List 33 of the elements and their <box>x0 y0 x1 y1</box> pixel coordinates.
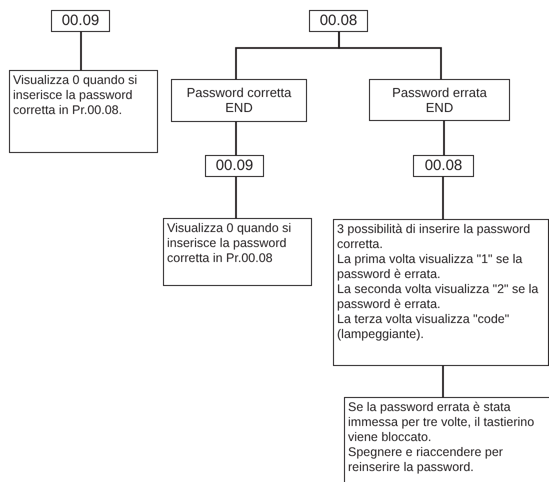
result-text: END <box>224 100 254 115</box>
note-text: Se la password errata è stata immessa per tre volte, il tastierino viene bloccato. <box>348 400 536 445</box>
parameter-code-box <box>309 10 368 32</box>
note-text: La seconda volta visualizza "2" se la password è errata. <box>337 282 540 312</box>
note-text: 3 possibilità di inserire la password corretta. <box>337 222 532 252</box>
parameter-code-box <box>51 10 110 32</box>
parameter-code: 00.08 <box>424 156 464 175</box>
parameter-code: 00.08 <box>318 11 358 30</box>
note-text: Spegnere e riaccendere per reinserire la password. <box>348 445 504 475</box>
parameter-code-box <box>205 155 264 177</box>
note-text: La prima volta visualizza "1" se la password è errata. <box>337 252 524 282</box>
connector-line <box>443 121 445 155</box>
connector-line <box>80 32 82 70</box>
note-box <box>333 219 549 366</box>
note-box <box>9 70 158 153</box>
note-text: Visualizza 0 quando si inserisce la password corretta in Pr.00.08 <box>167 221 292 266</box>
parameter-code-box <box>413 155 474 177</box>
note-text: Visualizza 0 quando si inserisce la password corretta in Pr.00.08. <box>13 73 138 118</box>
connector-line <box>338 32 442 79</box>
note-text: La terza volta visualizza "code" (lampeggiante). <box>337 312 510 342</box>
note-box <box>344 397 549 482</box>
connector-line <box>235 122 237 155</box>
result-box <box>369 79 510 121</box>
connector-line <box>235 177 237 218</box>
result-text: END <box>424 100 454 115</box>
result-box <box>171 79 307 122</box>
parameter-code: 00.09 <box>214 156 254 175</box>
result-text: Password corretta <box>186 85 292 100</box>
connector-line <box>442 177 444 219</box>
note-box <box>163 218 312 286</box>
connector-line <box>442 366 444 397</box>
parameter-code: 00.09 <box>60 11 100 30</box>
result-text: Password errata <box>391 85 488 100</box>
